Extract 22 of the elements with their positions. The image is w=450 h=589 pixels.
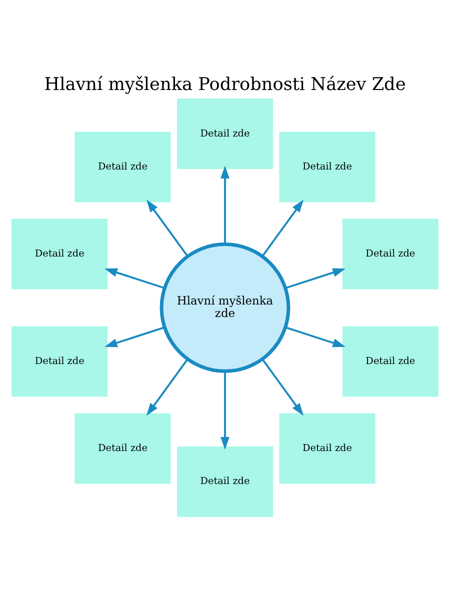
arrow [262,358,304,416]
arrow [146,200,188,257]
arrow [220,166,230,244]
node-box: Detail zde [342,326,438,397]
node-box: Detail zde [74,132,171,202]
node-box: Detail zde [74,413,171,484]
node-box: Detail zde [12,326,108,397]
arrow [285,326,346,348]
node-box: Detail zde [279,413,376,484]
node-box: Detail zde [12,218,108,290]
node-circle: Hlavní myšlenka zde [160,242,290,373]
arrow [220,371,230,450]
arrow [146,358,188,416]
arrow [104,326,165,348]
node-box: Detail zde [342,218,438,290]
diagram-title: Hlavní myšlenka Podrobnosti Název Zde [44,75,406,96]
arrow [285,268,346,289]
arrow [104,268,165,289]
node-box: Detail zde [176,446,274,517]
node-box: Detail zde [176,98,274,170]
arrow [262,200,304,257]
node-box: Detail zde [279,132,376,202]
